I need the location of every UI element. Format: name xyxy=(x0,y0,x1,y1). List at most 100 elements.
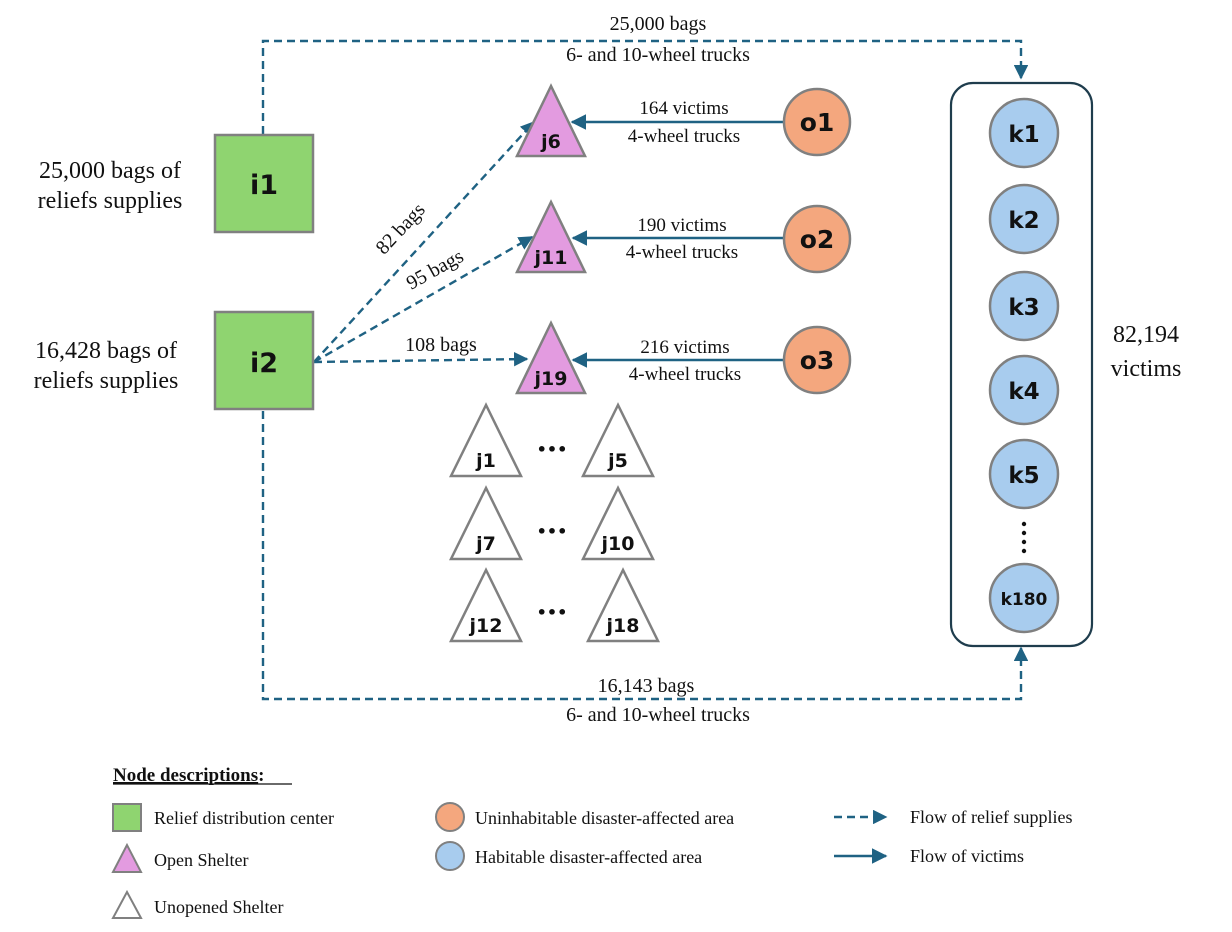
node-label: j1 xyxy=(475,450,496,472)
outline-triangle-icon xyxy=(448,485,524,561)
ellipsis: ••• xyxy=(537,522,568,541)
legend-label: Flow of relief supplies xyxy=(910,807,1072,827)
legend-label: Unopened Shelter xyxy=(154,897,283,917)
filled-triangle-icon xyxy=(515,83,587,158)
node-label: j19 xyxy=(534,368,568,390)
unopened-shelter-j5[interactable]: j5 xyxy=(580,402,656,478)
blue-circle-icon xyxy=(988,354,1060,426)
flow-amount-label: 164 victims xyxy=(639,98,728,119)
node-label: j11 xyxy=(534,247,568,269)
node-label: j18 xyxy=(606,615,640,637)
distribution-center-i2[interactable]: i2 xyxy=(213,310,315,411)
supply-label-i1-line2: reliefs supplies xyxy=(38,188,183,214)
orange-circle-icon xyxy=(782,87,852,157)
node-label: k2 xyxy=(1008,208,1039,234)
node-label: o2 xyxy=(800,225,835,254)
legend-title-suffix: : xyxy=(258,765,264,786)
orange-circle-icon xyxy=(435,802,465,832)
flow-vehicle-label: 6- and 10-wheel trucks xyxy=(566,44,750,66)
node-label: k180 xyxy=(1001,590,1048,610)
legend-label: Habitable disaster-affected area xyxy=(475,847,702,867)
victims-total-line2: victims xyxy=(1111,356,1182,382)
victim-flow-o3-to-j19: 216 victims 4-wheel trucks xyxy=(571,337,784,385)
legend-item-uninhabitable-area: Uninhabitable disaster-affected area xyxy=(435,802,734,832)
filled-triangle-icon xyxy=(111,842,143,873)
unopened-shelter-j10[interactable]: j10 xyxy=(580,485,656,561)
orange-circle-icon xyxy=(782,204,852,274)
blue-circle-icon xyxy=(435,841,465,871)
node-label: i1 xyxy=(250,170,278,201)
legend-title: Node descriptions: xyxy=(113,765,264,786)
outline-triangle-icon xyxy=(580,402,656,478)
node-label: k5 xyxy=(1008,463,1039,489)
habitable-area-k180[interactable]: k180 xyxy=(988,562,1060,634)
square-icon xyxy=(213,133,315,234)
relief-flow-i1-to-k: 25,000 bags 6- and 10-wheel trucks xyxy=(261,13,1029,134)
node-label: i2 xyxy=(250,348,278,379)
blue-circle-icon xyxy=(988,562,1060,634)
outline-triangle-icon xyxy=(111,889,143,919)
orange-circle-icon xyxy=(782,325,852,395)
node-label: k1 xyxy=(1008,122,1039,148)
uninhabitable-area-o2[interactable]: o2 xyxy=(782,204,852,274)
unopened-shelter-j1[interactable]: j1 xyxy=(448,402,524,478)
node-label: o1 xyxy=(800,108,835,137)
unopened-shelter-j18[interactable]: j18 xyxy=(585,567,661,643)
legend-item-victim-flow: Flow of victims xyxy=(834,846,1024,866)
habitable-areas-group: k1 k2 k3 k4 k5 k180 xyxy=(949,81,1094,648)
legend-label: Open Shelter xyxy=(154,850,248,870)
legend-label: Relief distribution center xyxy=(154,808,334,828)
node-label: j5 xyxy=(607,450,628,472)
flow-amount-label: 82 bags xyxy=(372,199,430,259)
node-label: j6 xyxy=(540,131,561,153)
node-label: j10 xyxy=(601,533,635,555)
habitable-area-k5[interactable]: k5 xyxy=(988,438,1060,510)
legend-item-habitable-area: Habitable disaster-affected area xyxy=(435,841,702,871)
legend-label: Uninhabitable disaster-affected area xyxy=(475,808,734,828)
outline-triangle-icon xyxy=(448,402,524,478)
victim-flow-o2-to-j11: 190 victims 4-wheel trucks xyxy=(571,215,784,263)
ellipsis: ••• xyxy=(537,440,568,459)
legend: Node descriptions: Relief distribution c… xyxy=(111,765,1072,919)
unopened-shelter-j12[interactable]: j12 xyxy=(448,567,524,643)
legend-item-unopened-shelter: Unopened Shelter xyxy=(111,889,283,919)
node-label: j7 xyxy=(475,533,496,555)
unopened-shelters: j1 ••• j5 j7 ••• j10 j12 ••• j18 xyxy=(448,402,661,643)
uninhabitable-area-o1[interactable]: o1 xyxy=(782,87,852,157)
outline-triangle-icon xyxy=(580,485,656,561)
blue-circle-icon xyxy=(988,270,1060,342)
flow-amount-label: 108 bags xyxy=(405,334,477,356)
habitable-area-k4[interactable]: k4 xyxy=(988,354,1060,426)
node-label: k3 xyxy=(1008,295,1039,321)
supply-label-i1-line1: 25,000 bags of xyxy=(39,158,181,184)
ellipsis: ••• xyxy=(537,603,568,622)
open-shelter-j19[interactable]: j19 xyxy=(515,320,587,395)
blue-circle-icon xyxy=(988,183,1060,255)
flow-amount-label: 16,143 bags xyxy=(598,675,695,697)
legend-item-distribution-center: Relief distribution center xyxy=(112,803,334,832)
dashed-arrow xyxy=(261,39,1029,134)
outline-triangle-icon xyxy=(585,567,661,643)
relief-flow-i2-to-j6: 82 bags xyxy=(313,120,535,363)
flow-vehicle-label: 4-wheel trucks xyxy=(626,242,738,263)
square-icon xyxy=(112,803,142,832)
victim-flow-o1-to-j6: 164 victims 4-wheel trucks xyxy=(570,98,784,147)
relief-flow-i2-to-j19: 108 bags xyxy=(313,334,529,367)
distribution-center-i1[interactable]: i1 xyxy=(213,133,315,234)
unopened-shelter-j7[interactable]: j7 xyxy=(448,485,524,561)
flow-amount-label: 95 bags xyxy=(403,245,468,294)
open-shelter-j6[interactable]: j6 xyxy=(515,83,587,158)
outline-triangle-icon xyxy=(448,567,524,643)
habitable-area-k2[interactable]: k2 xyxy=(988,183,1060,255)
flow-vehicle-label: 6- and 10-wheel trucks xyxy=(566,704,750,726)
node-label: k4 xyxy=(1008,379,1039,405)
group-container xyxy=(949,81,1094,648)
victims-total-line1: 82,194 xyxy=(1113,322,1179,348)
square-icon xyxy=(213,310,315,411)
uninhabitable-area-o3[interactable]: o3 xyxy=(782,325,852,395)
habitable-area-k1[interactable]: k1 xyxy=(988,97,1060,169)
legend-title-text: Node descriptions xyxy=(113,765,258,786)
node-label: j12 xyxy=(469,615,503,637)
habitable-area-k3[interactable]: k3 xyxy=(988,270,1060,342)
open-shelter-j11[interactable]: j11 xyxy=(515,199,587,274)
